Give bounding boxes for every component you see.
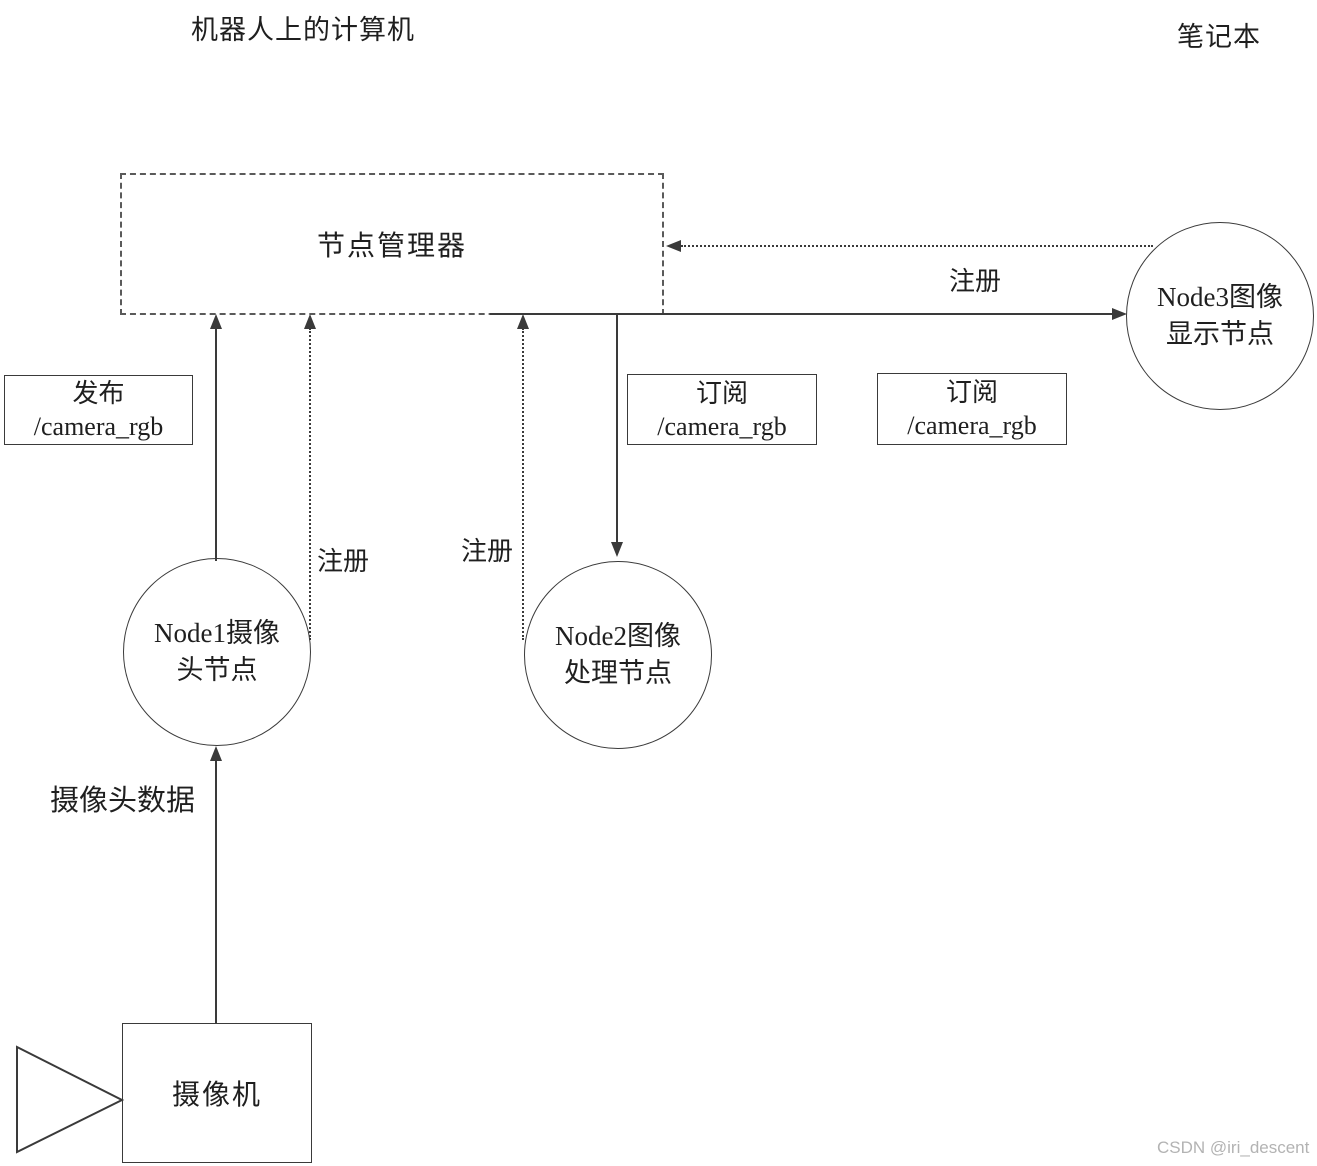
node3-image-display-node-circle: Node3图像 显示节点	[1126, 222, 1314, 410]
publish-label: 发布	[72, 379, 125, 408]
node2-image-processing-node-circle: Node2图像 处理节点	[524, 561, 712, 749]
register-label-node2: 注册	[461, 537, 514, 566]
camera-hardware-box: 摄像机	[122, 1023, 312, 1163]
subscribe-topic-box-node3: 订阅 /camera_rgb	[877, 373, 1067, 445]
topic-flow-line-to-node3	[490, 313, 1115, 315]
topic-flow-arrowhead-node2	[611, 542, 623, 557]
camera-data-arrow-line	[215, 758, 217, 1023]
register-arrowhead-node1	[304, 314, 316, 329]
camera-lens-icon	[16, 1045, 125, 1154]
register-arrowhead-node2	[517, 314, 529, 329]
node2-label-line1: Node2图像	[555, 621, 681, 651]
title-laptop: 笔记本	[1177, 22, 1261, 52]
title-robot-computer: 机器人上的计算机	[191, 15, 415, 45]
node1-label-line1: Node1摄像	[154, 618, 280, 648]
subscribe-label-node2: 订阅	[695, 378, 748, 408]
register-arrow-node3-line	[681, 245, 1153, 247]
node1-camera-node-circle: Node1摄像 头节点	[123, 558, 311, 746]
watermark-text: CSDN @iri_descent	[1157, 1138, 1310, 1157]
subscribe-topic-box-node2: 订阅 /camera_rgb	[627, 374, 817, 445]
node3-label-line2: 显示节点	[1166, 319, 1274, 349]
register-arrowhead-node3	[666, 240, 681, 252]
node2-label-line2: 处理节点	[564, 658, 672, 688]
register-label-node1: 注册	[317, 547, 370, 576]
topic-flow-line-to-node2	[616, 314, 618, 544]
topic-flow-arrowhead-node3	[1112, 308, 1127, 320]
node-manager-box: 节点管理器	[120, 173, 664, 315]
subscribe-label-node3: 订阅	[945, 378, 998, 407]
camera-data-arrowhead	[210, 746, 222, 761]
node1-label-line2: 头节点	[176, 655, 258, 685]
register-label-node3: 注册	[949, 267, 1002, 296]
publish-arrowhead	[210, 314, 222, 329]
publish-arrow-line	[215, 326, 217, 561]
camera-label: 摄像机	[171, 1080, 262, 1111]
register-arrow-node2-line	[522, 328, 524, 640]
node3-label-line1: Node3图像	[1157, 282, 1283, 312]
publish-topic-name: /camera_rgb	[33, 412, 164, 441]
subscribe-topic-name-node3: /camera_rgb	[907, 411, 1037, 440]
node-manager-label: 节点管理器	[316, 231, 467, 262]
publish-topic-box: 发布 /camera_rgb	[4, 375, 193, 445]
register-arrow-node1-line	[309, 328, 311, 640]
camera-data-label: 摄像头数据	[50, 785, 196, 817]
subscribe-topic-name-node2: /camera_rgb	[657, 411, 787, 441]
